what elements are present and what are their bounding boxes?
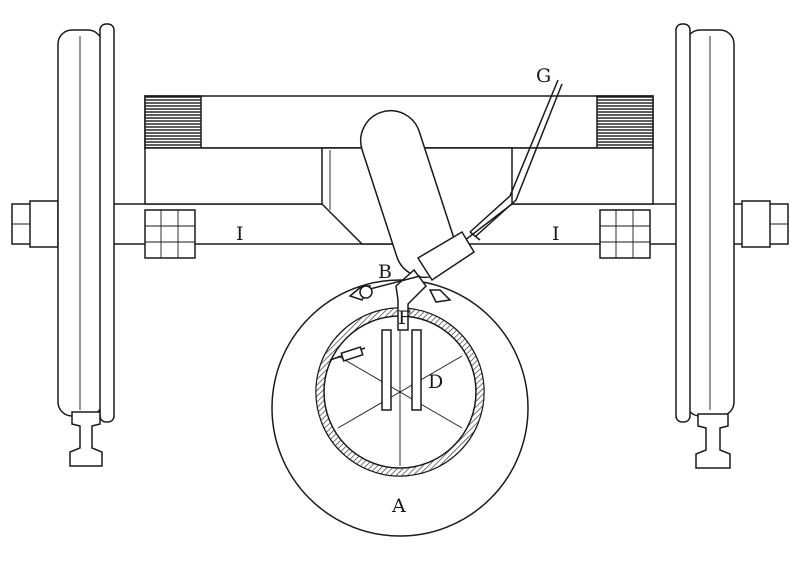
label-b: B <box>378 261 392 283</box>
left-hatched-block <box>144 95 202 149</box>
label-g: G <box>536 65 551 87</box>
left-axle-box <box>144 209 196 259</box>
right-wheel <box>675 23 735 423</box>
right-hatched-block <box>596 95 654 149</box>
right-rail <box>695 413 731 469</box>
right-axle-box <box>599 209 651 259</box>
label-i-right: I <box>552 223 560 245</box>
rod-g <box>469 79 563 241</box>
left-rail <box>69 411 103 467</box>
label-i-left: I <box>236 223 244 245</box>
label-f: F <box>398 307 411 329</box>
brake-lever <box>359 109 476 331</box>
label-a: A <box>391 495 406 517</box>
left-wheel <box>57 23 115 423</box>
label-d: D <box>428 371 443 393</box>
